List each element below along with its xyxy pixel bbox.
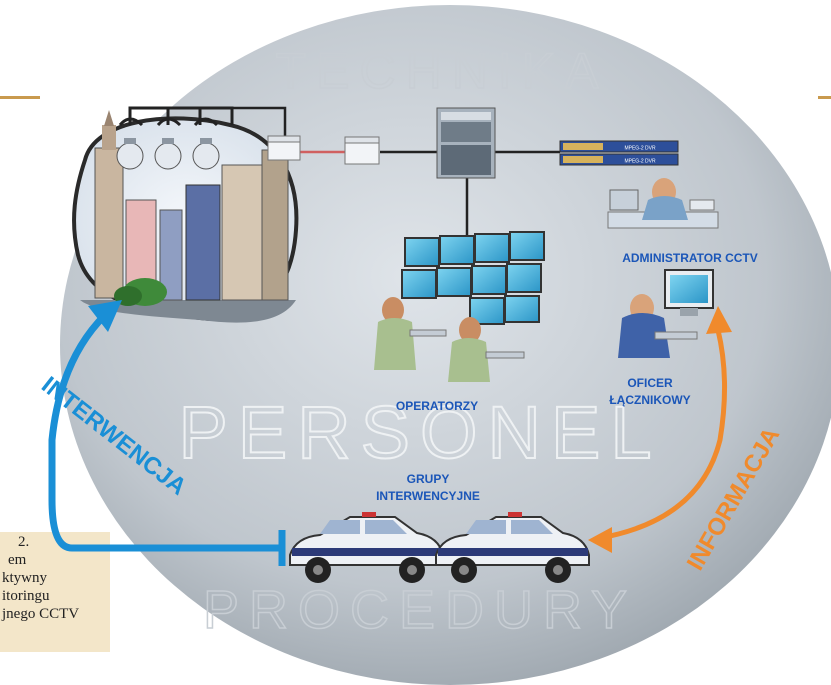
section-label-technika: TECHNIKA (276, 43, 609, 99)
camera-icon (154, 117, 182, 170)
caption-line: em (8, 552, 27, 568)
liaison-officer-illustration (618, 269, 714, 358)
section-label-personel: PERSONEL (178, 391, 661, 474)
caption-line: itoringu (2, 588, 50, 604)
operator-illustration (374, 297, 447, 370)
operator-illustration (448, 317, 525, 382)
label-groups-line2: INTERWENCYJNE (376, 489, 480, 503)
police-car-icon (289, 512, 444, 583)
administrator-illustration (607, 178, 719, 229)
dvr-label: MPEG-2 DVR (624, 146, 656, 152)
caption-line: jnego CCTV (2, 606, 80, 622)
intervention-arrow (48, 300, 286, 566)
camera-icon (192, 117, 220, 170)
police-car-icon (435, 512, 590, 583)
dvr-label: MPEG-2 DVR (624, 159, 656, 165)
monitor-wall (401, 231, 545, 325)
label-liaison-line1: OFICER (627, 376, 673, 390)
header-rule-right (818, 96, 831, 99)
label-liaison-line2: ŁĄCZNIKOWY (609, 393, 690, 407)
header-rule-left (0, 96, 40, 99)
label-groups-line1: GRUPY (407, 472, 450, 486)
section-label-procedury: PROCEDURY (203, 580, 637, 640)
caption-line: 2. (18, 534, 30, 550)
city-illustration (72, 110, 299, 323)
label-administrator: ADMINISTRATOR CCTV (622, 251, 758, 265)
converter-icon (267, 135, 301, 161)
server-rack-icon (436, 107, 496, 179)
network-links (232, 106, 560, 236)
label-operators: OPERATORZY (396, 399, 478, 413)
caption-line: ktywny (2, 570, 47, 586)
camera-icon (116, 117, 144, 170)
dvr-recorder-icon: MPEG-2 DVR MPEG-2 DVR (559, 140, 679, 166)
caption-background (0, 532, 110, 652)
converter-icon (344, 136, 380, 165)
information-arrow (588, 306, 732, 553)
